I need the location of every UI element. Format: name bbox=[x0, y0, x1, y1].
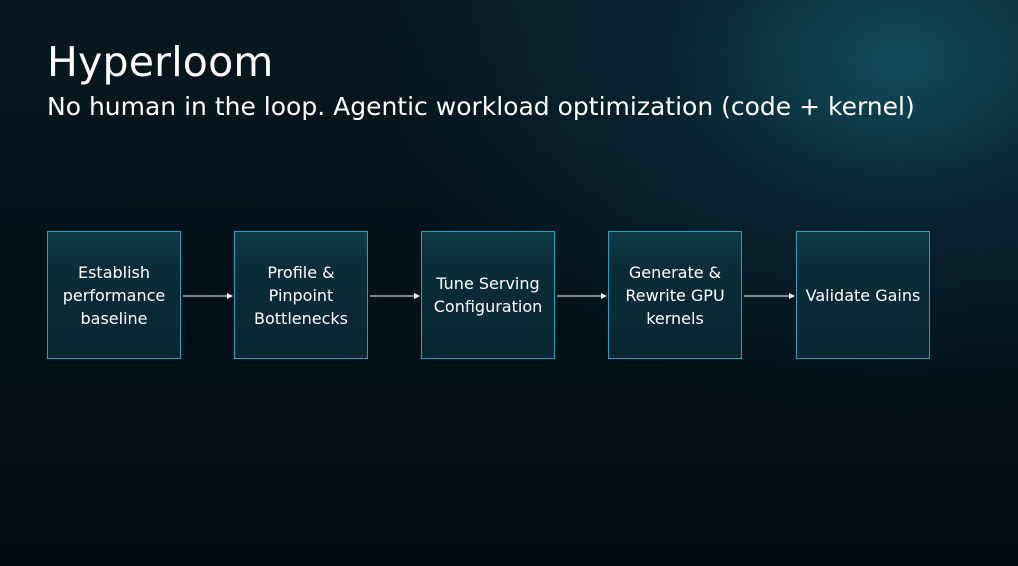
step-tune-serving: Tune Serving Configuration bbox=[421, 231, 555, 359]
step-establish-baseline: Establish performance baseline bbox=[47, 231, 181, 359]
step-label: Validate Gains bbox=[805, 285, 921, 305]
step-generate-kernels: Generate & Rewrite GPU kernels bbox=[608, 231, 742, 359]
step-profile-pinpoint: Profile & Pinpoint Bottlenecks bbox=[234, 231, 368, 359]
arrow-connector bbox=[744, 293, 796, 299]
step-label: Tune Serving Configuration bbox=[433, 274, 543, 316]
step-label: Establish performance baseline bbox=[62, 262, 166, 328]
arrow-connector bbox=[370, 293, 421, 299]
slide-title: Hyperloom bbox=[47, 38, 274, 86]
step-label: Generate & Rewrite GPU kernels bbox=[625, 262, 725, 328]
slide-subtitle: No human in the loop. Agentic workload o… bbox=[47, 92, 915, 121]
step-validate-gains: Validate Gains bbox=[796, 231, 930, 359]
step-label: Profile & Pinpoint Bottlenecks bbox=[254, 262, 348, 328]
arrow-connector bbox=[557, 293, 608, 299]
arrow-connector bbox=[183, 293, 234, 299]
